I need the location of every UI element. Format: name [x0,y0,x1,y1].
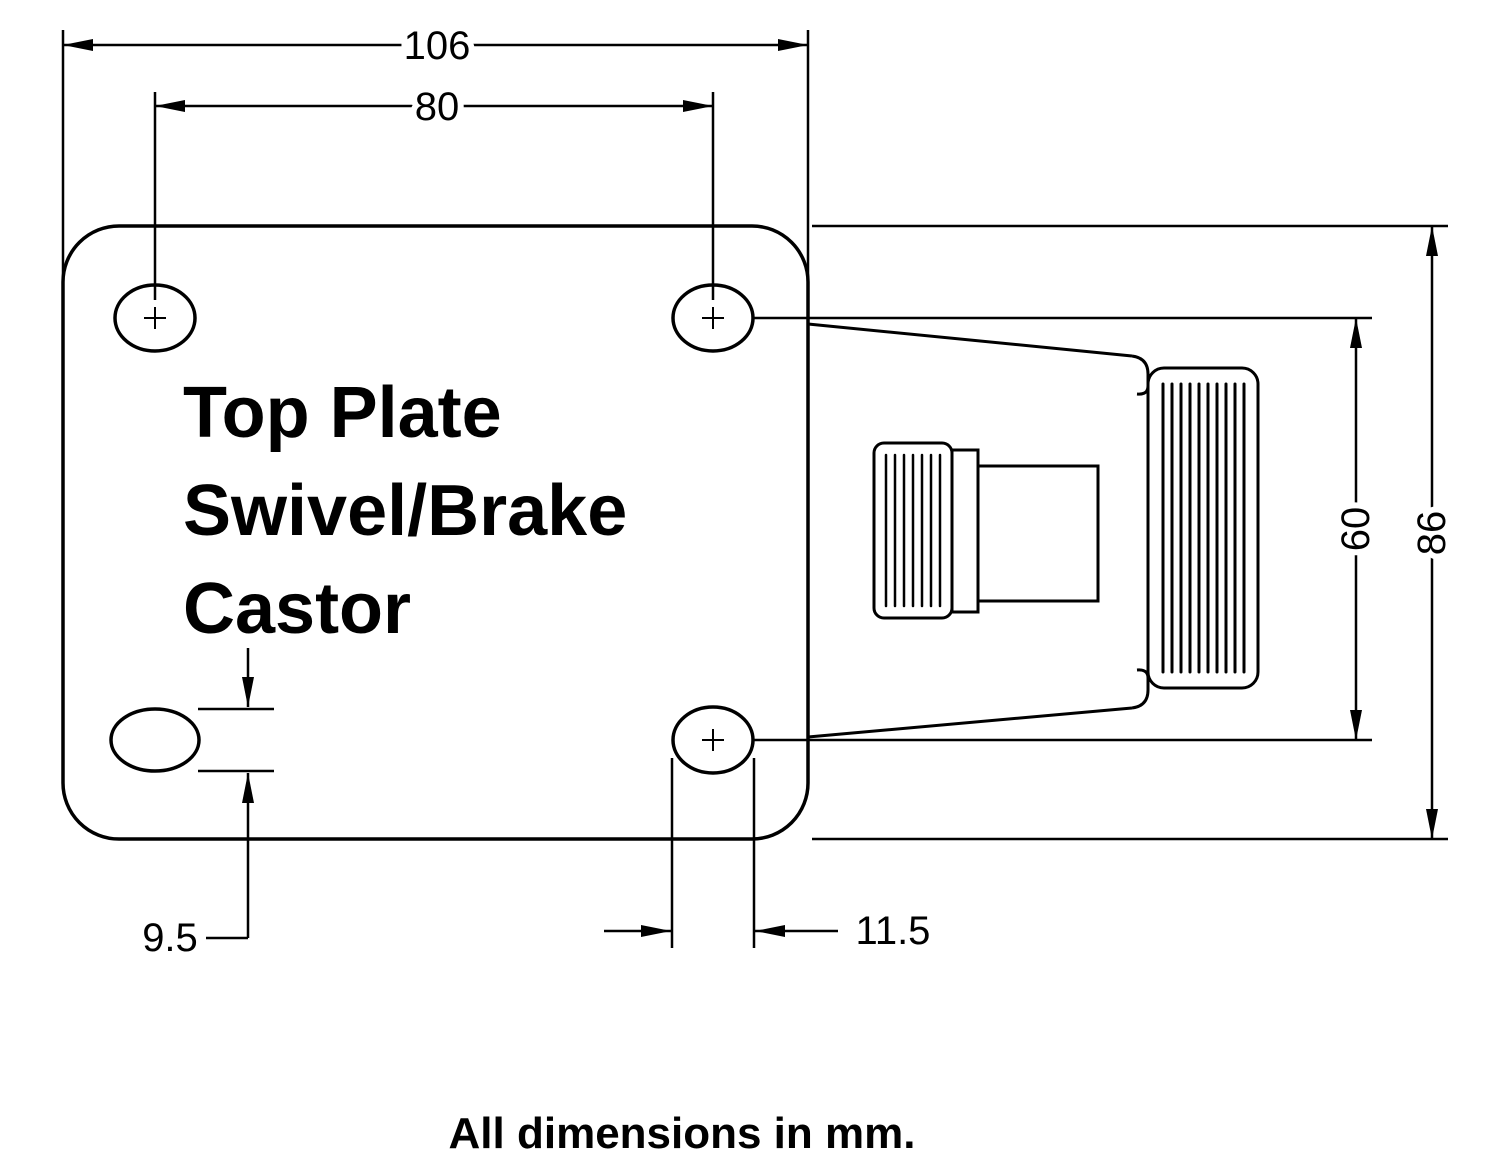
bracket-bottom-curl [1131,668,1150,710]
drawing-texts: 106 80 60 86 9.5 11.5 Top Plate Swivel/B… [136,18,1460,1158]
dim-overall-depth [812,224,1448,841]
dim-value-bolt-spacing-width: 80 [415,85,460,129]
bracket-top-edge [807,322,1133,358]
dim-bolt-spacing-width [153,92,715,300]
bracket-top-curl [1131,354,1150,396]
brake-pedal-ribs [1161,382,1246,674]
brake-lever-ribs [884,453,942,608]
dim-value-bolt-hole-diameter: 11.5 [856,909,931,953]
hole-center-crosses [144,307,724,751]
bracket-bottom-edge [807,706,1133,739]
product-label-line-3: Castor [183,569,411,649]
footer-note: All dimensions in mm. [449,1109,916,1158]
dim-value-overall-depth: 86 [1410,511,1454,556]
brake-pedal [1146,366,1260,690]
dim-bolt-spacing-depth [753,316,1372,742]
dim-value-overall-width: 106 [404,24,471,68]
dim-bolt-hole-diameter [604,758,838,948]
product-label-line-2: Swivel/Brake [183,471,627,551]
lever-hinge [950,448,980,614]
dim-value-bolt-spacing-depth: 60 [1334,507,1378,552]
dim-slot-width [198,648,274,940]
pedal-arm [976,464,1100,603]
top-plate-outline [61,224,810,841]
dim-value-slot-width: 9.5 [142,916,198,960]
side-view-bracket [807,322,1260,739]
product-label-line-1: Top Plate [183,373,502,453]
dimension-lines [61,30,1448,948]
dim-overall-width [61,30,810,285]
bolt-slot-bottom-left [109,707,201,773]
